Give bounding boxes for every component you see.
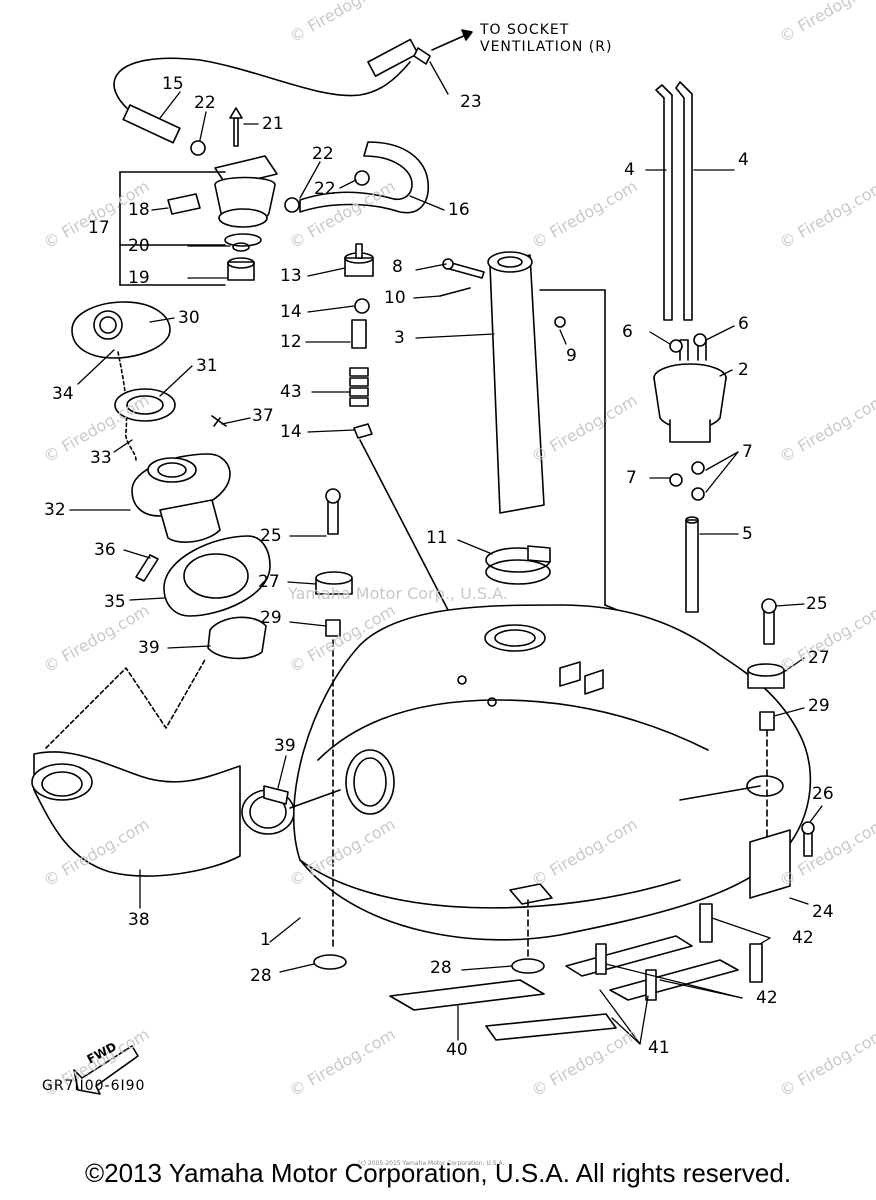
part-label: 7	[626, 468, 637, 488]
part-label: 41	[648, 1038, 670, 1058]
part-label: 27	[808, 648, 830, 668]
ventilation-tubes	[656, 82, 692, 320]
part-label: 27	[258, 572, 280, 592]
part-label: 16	[448, 200, 470, 220]
ventilation-valve	[654, 334, 726, 500]
part-label: 32	[44, 500, 66, 520]
part-label: 1	[260, 930, 271, 950]
part-label: 37	[252, 406, 274, 426]
part-label: 40	[446, 1040, 468, 1060]
socket-ventilation-note: TO SOCKET VENTILATION (R)	[480, 22, 613, 55]
part-label: 14	[280, 302, 302, 322]
part-label: 4	[624, 160, 635, 180]
part-label: 23	[460, 92, 482, 112]
part-label: 17	[88, 218, 110, 238]
copyright-notice: ©2013 Yamaha Motor Corporation, U.S.A. A…	[84, 1158, 792, 1188]
part-label: 18	[128, 200, 150, 220]
part-label: 35	[104, 592, 126, 612]
hose-clamps	[191, 108, 369, 212]
filler-hose	[32, 617, 266, 876]
part-label: 25	[260, 526, 282, 546]
part-label: 7	[742, 442, 753, 462]
part-label: 28	[250, 966, 272, 986]
fwd-arrow-icon	[74, 1046, 138, 1094]
diagram-code: GR7II00-6I90	[42, 1078, 146, 1094]
bracket-24	[750, 822, 814, 898]
bolt-8-pin-10	[440, 259, 484, 296]
part-label: 29	[808, 696, 830, 716]
part-label: 42	[792, 928, 814, 948]
part-label: 12	[280, 332, 302, 352]
part-label: 22	[312, 144, 334, 164]
small-print: (c) 2005-2015 Yamaha Motor Corporation, …	[358, 1160, 505, 1167]
part-label: 8	[392, 257, 403, 277]
part-label: 14	[280, 422, 302, 442]
part-label: 22	[314, 179, 336, 199]
part-label: 28	[430, 958, 452, 978]
part-label: 31	[196, 356, 218, 376]
part-label: 21	[262, 114, 284, 134]
part-label: 11	[426, 528, 448, 548]
part-label: 36	[94, 540, 116, 560]
part-label: 20	[128, 236, 150, 256]
part-label: 25	[806, 594, 828, 614]
filler-flange	[132, 416, 230, 581]
clamp-39-lower	[242, 786, 294, 834]
part-label: 33	[90, 448, 112, 468]
part-label: 39	[138, 638, 160, 658]
flange-gasket	[164, 536, 270, 616]
fuel-tank	[290, 605, 810, 940]
part-label: 19	[128, 268, 150, 288]
clamp-11	[486, 546, 550, 584]
mount-hardware-left	[316, 489, 352, 950]
washers-28	[314, 900, 544, 973]
tank-pads	[390, 904, 762, 1040]
part-label: 38	[128, 910, 150, 930]
part-label: 2	[738, 360, 749, 380]
filler-neck-3	[488, 252, 690, 640]
center-watermark: Yamaha Motor Corp., U.S.A.	[288, 584, 508, 603]
part-label: 5	[742, 524, 753, 544]
fuel-filter-assembly	[120, 156, 277, 285]
ventilation-tube-5	[686, 517, 698, 612]
part-label: 10	[384, 288, 406, 308]
part-label: 15	[162, 74, 184, 94]
part-label: 13	[280, 266, 302, 286]
part-label: 34	[52, 384, 74, 404]
part-label: 29	[260, 608, 282, 628]
part-label: 6	[738, 314, 749, 334]
fuel-hose-16	[300, 142, 428, 213]
part-label: 30	[178, 308, 200, 328]
part-label: 6	[622, 322, 633, 342]
part-label: 39	[274, 736, 296, 756]
leader-lines	[70, 62, 822, 1044]
part-label: 4	[738, 150, 749, 170]
part-label: 26	[812, 784, 834, 804]
part-label: 24	[812, 902, 834, 922]
part-label: 22	[194, 93, 216, 113]
ventilation-hose	[114, 30, 472, 143]
part-label: 43	[280, 382, 302, 402]
part-label: 42	[756, 988, 778, 1008]
mount-hardware-right	[748, 599, 784, 840]
fuel-cap	[72, 302, 175, 460]
part-label: 9	[566, 346, 577, 366]
part-label: 3	[394, 328, 405, 348]
